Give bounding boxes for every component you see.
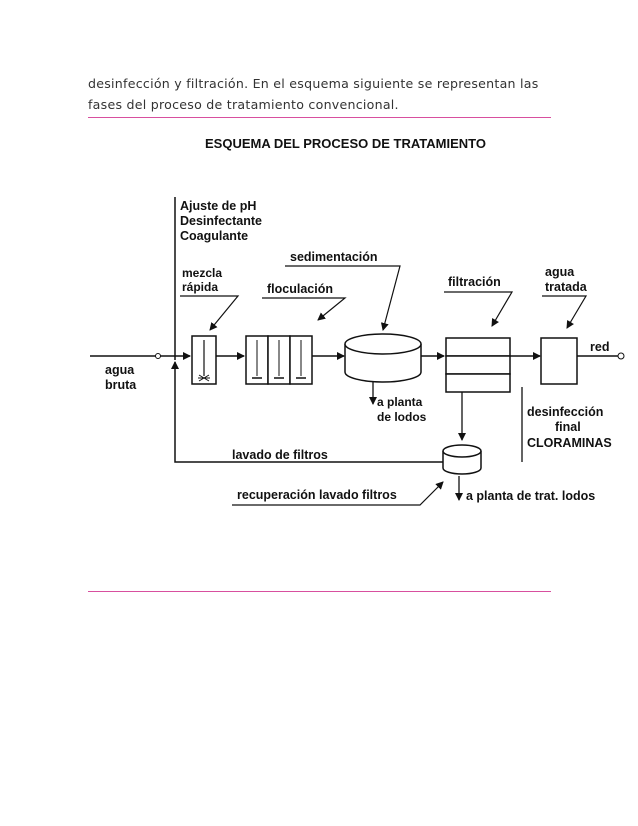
inlet-label-2: bruta bbox=[105, 378, 137, 392]
final-disinfection-label-3: CLORAMINAS bbox=[527, 436, 612, 450]
divider-bottom bbox=[88, 591, 551, 592]
sludge-plant-label-1: a planta bbox=[377, 395, 423, 409]
diagram-title: ESQUEMA DEL PROCESO DE TRATAMIENTO bbox=[205, 136, 486, 151]
wash-recovery-label: recuperación lavado filtros bbox=[237, 488, 397, 502]
sludge-treatment-label: a planta de trat. lodos bbox=[466, 489, 595, 503]
intro-line-1: desinfección y filtración. En el esquema… bbox=[88, 76, 539, 91]
rapid-mix-label-1: mezcla bbox=[182, 266, 222, 280]
filter-wash-label: lavado de filtros bbox=[232, 448, 328, 462]
intro-paragraph: desinfección y filtración. En el esquema… bbox=[88, 73, 558, 115]
chemical-disinfectant-label: Desinfectante bbox=[180, 214, 262, 228]
sludge-plant-label-2: de lodos bbox=[377, 410, 427, 424]
chemical-ph-label: Ajuste de pH bbox=[180, 199, 256, 213]
filter-bank bbox=[445, 337, 511, 393]
inlet-label-1: agua bbox=[105, 363, 135, 377]
network-label: red bbox=[590, 340, 609, 354]
final-disinfection-label-2: final bbox=[555, 420, 581, 434]
inlet-node bbox=[155, 353, 161, 359]
rapid-mix-pointer bbox=[180, 295, 240, 331]
chemical-coagulant-label: Coagulante bbox=[180, 229, 248, 243]
flocculation-pointer bbox=[262, 297, 347, 321]
filtration-pointer bbox=[444, 291, 514, 327]
final-disinfection-label-1: desinfección bbox=[527, 405, 603, 419]
filter-wash-return-line bbox=[171, 361, 443, 463]
sedimentation-pointer bbox=[285, 265, 401, 331]
treated-water-label-2: tratada bbox=[545, 280, 588, 294]
flocculation-label: floculación bbox=[267, 282, 333, 296]
filtration-label: filtración bbox=[448, 275, 501, 289]
treated-water-label-1: agua bbox=[545, 265, 575, 279]
network-node bbox=[617, 352, 625, 360]
divider-top bbox=[88, 117, 551, 118]
wash-recovery-tank bbox=[442, 444, 482, 475]
treated-water-tank bbox=[540, 337, 578, 385]
treated-water-pointer bbox=[542, 295, 588, 329]
wash-recovery-pointer bbox=[232, 481, 444, 506]
rapid-mix-label-2: rápida bbox=[182, 280, 218, 294]
intro-line-2: fases del proceso de tratamiento convenc… bbox=[88, 97, 399, 112]
sedimentation-tank bbox=[344, 333, 422, 383]
flocculation-tanks bbox=[245, 335, 313, 385]
rapid-mix-impeller bbox=[198, 374, 210, 382]
sedimentation-label: sedimentación bbox=[290, 250, 378, 264]
